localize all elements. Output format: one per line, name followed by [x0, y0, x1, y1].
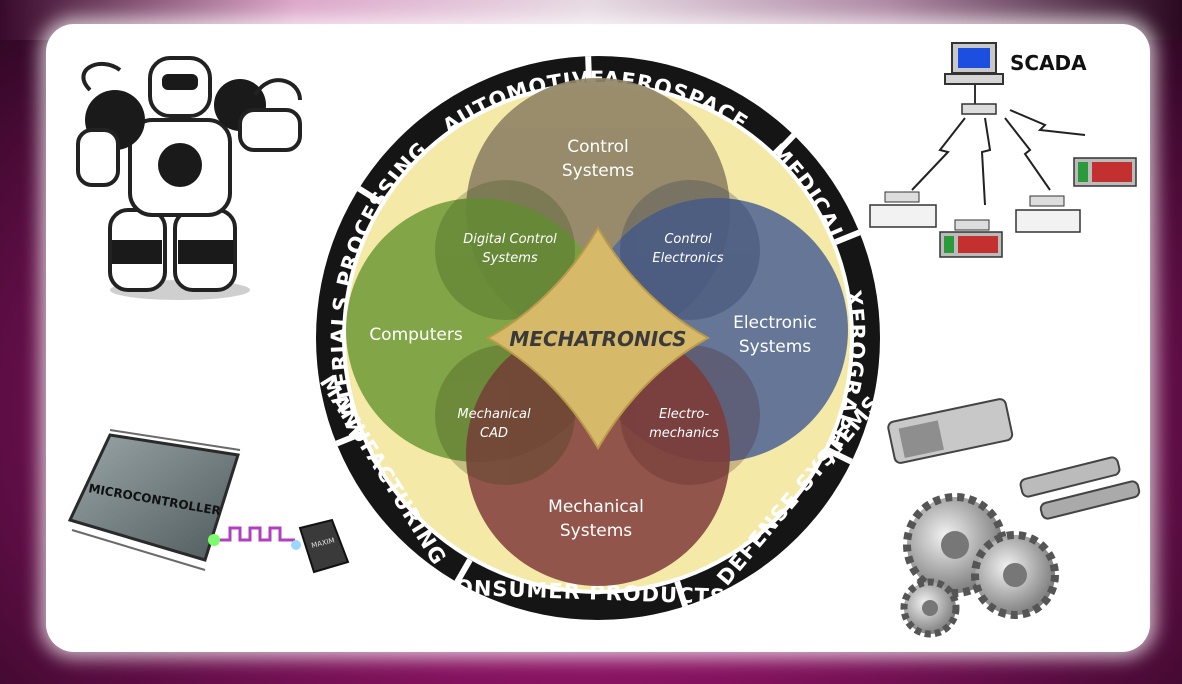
venn-diagram — [346, 78, 848, 586]
petal-mechanical-label-2: Systems — [560, 521, 632, 541]
overlap-digital-control-label-2: Systems — [482, 251, 537, 266]
sensor-chip-icon — [298, 518, 350, 574]
signal-wave-icon — [215, 526, 295, 542]
center-mechatronics-shape — [485, 226, 711, 450]
linear-actuator-icon — [1019, 456, 1121, 498]
overlap-electromechanics-label-1: Electro- — [659, 407, 709, 422]
gear-icon — [900, 493, 1059, 638]
router-icon — [961, 103, 997, 115]
robot-illustration — [76, 56, 302, 300]
scada-label: SCADA — [1010, 51, 1087, 75]
overlap-digital-control-label-1: Digital Control — [463, 232, 557, 247]
petal-control-label-1: Control — [567, 137, 628, 157]
actuators-gears-illustration — [887, 398, 1141, 638]
petal-mechanical-label-1: Mechanical — [548, 497, 644, 517]
center-label: MECHATRONICS — [509, 327, 686, 351]
overlap-electromechanics-label-2: mechanics — [649, 426, 719, 441]
overlap-control-electronics-label-2: Electronics — [652, 251, 723, 266]
petal-computers-label: Computers — [369, 325, 463, 345]
petal-control-label-2: Systems — [562, 161, 634, 181]
rtu-device-icon — [869, 157, 1137, 258]
petal-electronic-label-1: Electronic — [733, 313, 817, 333]
overlap-mechanical-cad-label-2: CAD — [480, 426, 508, 441]
overlap-mechanical-cad-label-1: Mechanical — [457, 407, 531, 422]
scada-network-illustration: SCADA — [869, 42, 1137, 258]
overlap-control-electronics-label-1: Control — [664, 232, 712, 247]
petal-electronic-label-2: Systems — [739, 337, 811, 357]
petal-mechanical-systems — [466, 322, 730, 586]
microcontroller-illustration: MICROCONTROLLER MAXIM — [67, 429, 350, 574]
